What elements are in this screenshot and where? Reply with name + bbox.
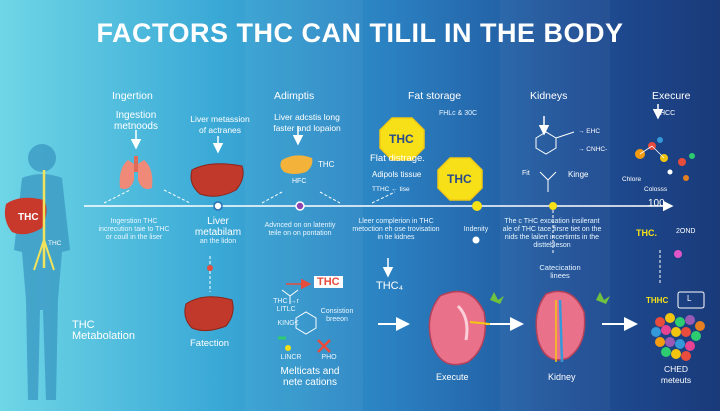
molecule-icon-lower	[281, 289, 317, 335]
x-mark-icon	[317, 339, 331, 353]
gallbladder-icon	[280, 155, 313, 174]
label-fhlc: FHLc & 30C	[438, 110, 478, 117]
thc-octagon-label: THC	[447, 172, 472, 186]
label-colors: Colosss	[644, 186, 668, 193]
label-hfc: HFC	[292, 178, 307, 185]
label-kinge: Kinge	[568, 170, 589, 179]
label-l-box: L	[687, 294, 692, 303]
label-thc-small: THC	[48, 240, 62, 247]
label-liver-adiposis: Liver adcstis long faster and lopaion	[273, 112, 341, 133]
label-kidney: Kidney	[548, 372, 576, 382]
note-thc-excretion: The c THC exccation insilerant ale of TH…	[502, 218, 602, 249]
excretion-box	[677, 291, 705, 309]
label-lincr: LINCR	[280, 354, 302, 361]
label-ched: CHED meteuts	[660, 364, 692, 385]
page-title: FACTORS THC CAN TILIL IN THE BODY	[96, 18, 624, 48]
excreted-metabolites-cluster	[651, 313, 705, 361]
note-ingestion: Ingerstion THC increcution taie to THC o…	[98, 218, 170, 241]
label-liver-metassion: Liver metassion of actranes	[190, 114, 250, 135]
label-chlore: Chlore	[622, 176, 642, 183]
label-thc-drop: THC	[318, 160, 335, 169]
label-catecication: Catecication linees	[539, 263, 581, 280]
thc-octagon-icon	[379, 117, 425, 161]
kidney-icon	[535, 290, 586, 363]
label-consistion: Consistion breeon	[320, 308, 354, 323]
label-thc-lic: THC →r LITLC	[273, 298, 299, 313]
label-meltic: Melticats and nete cations	[280, 366, 340, 388]
label-adipols-tissue: Adipols tissue	[372, 170, 422, 179]
header-kidneys: Kidneys	[530, 90, 568, 102]
header-ingertion: Ingertion	[112, 90, 153, 102]
label-indenity: Indenity	[463, 226, 489, 233]
label-thhc: THHC	[646, 296, 669, 305]
note-liver-complete: Lleer complerion in THC metoction eh ose…	[352, 218, 440, 241]
label-exec-num: 100	[648, 198, 665, 209]
label-tthc-row: TTHC ← tise	[372, 186, 410, 193]
cannabis-leaf-icon	[596, 292, 610, 304]
label-execute: Execute	[436, 372, 469, 382]
kidney-cross-section-icon	[428, 290, 491, 366]
label-fatection: Fatection	[190, 338, 230, 349]
human-body-silhouette	[14, 144, 70, 400]
thc-octagon-label: THC	[389, 132, 414, 146]
label-thc-red: THC	[314, 276, 343, 288]
label-pho: PHO	[321, 354, 337, 361]
lungs-icon	[119, 156, 153, 189]
label-hoc: HCC	[660, 110, 676, 117]
label-kinge-2: KING€	[277, 320, 299, 327]
label-fit: Fit	[522, 170, 530, 177]
label-ev-dnc: → EHC	[578, 128, 601, 135]
timeline-node	[472, 236, 480, 244]
label-thc-left: THC	[18, 212, 39, 223]
liver-icon	[190, 163, 244, 197]
label-thc-sub: THC₄	[376, 280, 404, 292]
label-on-the-lidon: an the lidon	[199, 238, 237, 245]
label-flat-distrage: Flat distrage.	[370, 153, 425, 164]
cannabis-leaf-icon	[490, 292, 504, 304]
label-exec-thc: THC.	[636, 228, 657, 238]
header-adimptis: Adimptis	[274, 90, 315, 102]
timeline-node	[207, 265, 213, 271]
molecule-icon	[535, 131, 575, 192]
label-exec-2ond: 2OND	[676, 228, 696, 235]
body-liver-icon	[4, 197, 47, 235]
timeline-node	[549, 202, 557, 210]
label-thc-metabolation: THC Metabolation	[72, 319, 135, 342]
small-node	[285, 345, 291, 351]
label-ingestion-methods: Ingestion metnoods	[114, 110, 158, 132]
thc-octagon-icon	[437, 157, 483, 201]
body-branch-line	[33, 239, 55, 271]
timeline-node	[472, 201, 482, 211]
colored-molecules-icon	[635, 137, 695, 181]
timeline-node	[295, 201, 305, 211]
liver-icon-lower	[184, 296, 234, 332]
note-adipose: Advnced on on latentiy teile on on ponta…	[264, 222, 336, 237]
magenta-node	[674, 250, 682, 258]
dashed-connector	[103, 189, 396, 204]
timeline-node	[213, 201, 223, 211]
label-liver-metabilam: Liver metabilam	[194, 216, 242, 238]
header-fat-storage: Fat storage	[408, 90, 462, 102]
header-execure: Execure	[652, 90, 691, 102]
label-ev-onc: → CNHC-	[578, 146, 608, 153]
